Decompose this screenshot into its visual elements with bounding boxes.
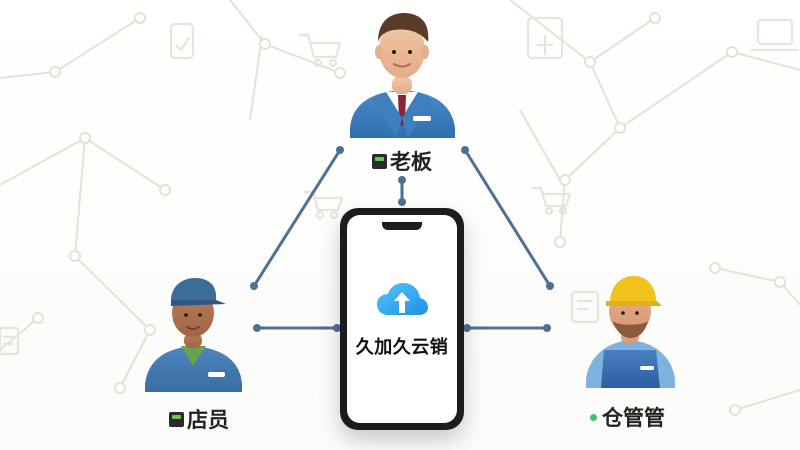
boss-label: 老板 — [372, 146, 432, 176]
phone-mockup: 久加久云销 — [340, 208, 464, 430]
warehouse-keeper-label: 仓管管 — [590, 402, 665, 432]
clerk-label: 店员 — [169, 404, 229, 434]
phone-screen: 久加久云销 — [347, 215, 457, 423]
cloud-upload-icon — [377, 283, 428, 315]
phone-icon — [169, 22, 195, 60]
calendar-icon — [570, 290, 600, 324]
clerk-role-text: 店员 — [187, 408, 229, 432]
tablet-icon — [526, 16, 564, 60]
app-name: 久加久云销 — [355, 337, 449, 358]
phone-notch — [382, 222, 422, 230]
status-dot-icon — [590, 413, 597, 421]
laptop-icon — [750, 18, 800, 52]
tag-icon — [169, 411, 184, 427]
document-icon — [0, 326, 20, 356]
warehouse-keeper-role-text: 仓管管 — [602, 406, 665, 430]
cart-icon — [298, 33, 342, 68]
tag-icon — [372, 153, 387, 169]
boss-role-text: 老板 — [390, 150, 432, 174]
cart-icon — [531, 186, 572, 216]
